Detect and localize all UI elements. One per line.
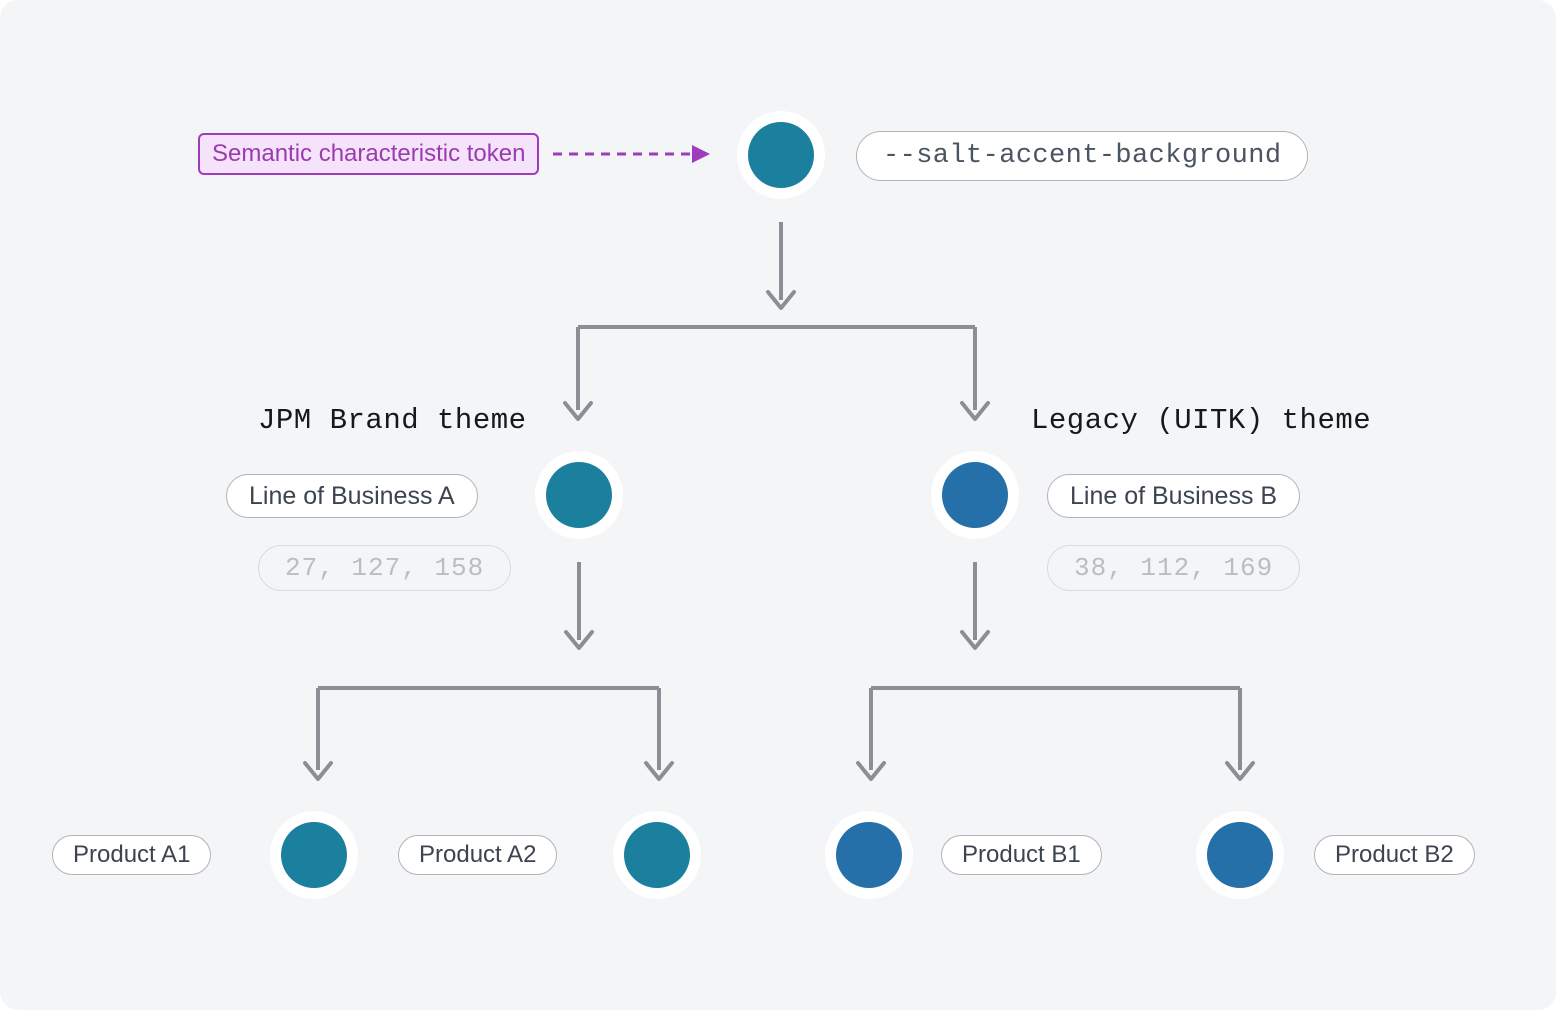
product-b1-swatch	[836, 822, 902, 888]
semantic-token-annotation: Semantic characteristic token	[198, 133, 540, 175]
product-b2-swatch	[1207, 822, 1273, 888]
line-of-business-b-node[interactable]	[931, 451, 1019, 539]
line-of-business-b-rgb-chip: 38, 112, 169	[1047, 545, 1301, 591]
product-a1-swatch	[281, 822, 347, 888]
product-a2-pill[interactable]: Product A2	[398, 835, 558, 875]
product-a2-swatch	[624, 822, 690, 888]
product-b2-pill[interactable]: Product B2	[1314, 835, 1475, 875]
line-of-business-a-rgb-chip: 27, 127, 158	[258, 545, 512, 591]
product-a1-pill[interactable]: Product A1	[52, 835, 212, 875]
line-of-business-a-swatch	[546, 462, 612, 528]
token-name-text: --salt-accent-background	[883, 140, 1282, 171]
product-b1-node[interactable]	[825, 811, 913, 899]
theme-label-right: Legacy (UITK) theme	[1031, 404, 1372, 437]
root-token-node[interactable]	[737, 111, 825, 199]
line-of-business-a-pill[interactable]: Line of Business A	[226, 474, 478, 518]
token-name-chip: --salt-accent-background	[856, 131, 1309, 181]
annotation-label: Semantic characteristic token	[212, 140, 526, 167]
line-of-business-b-swatch	[942, 462, 1008, 528]
product-a2-node[interactable]	[613, 811, 701, 899]
product-b2-node[interactable]	[1196, 811, 1284, 899]
root-token-swatch	[748, 122, 814, 188]
line-of-business-a-node[interactable]	[535, 451, 623, 539]
product-a1-node[interactable]	[270, 811, 358, 899]
line-of-business-b-pill[interactable]: Line of Business B	[1047, 474, 1301, 518]
theme-label-left: JPM Brand theme	[258, 404, 527, 437]
product-b1-pill[interactable]: Product B1	[941, 835, 1102, 875]
